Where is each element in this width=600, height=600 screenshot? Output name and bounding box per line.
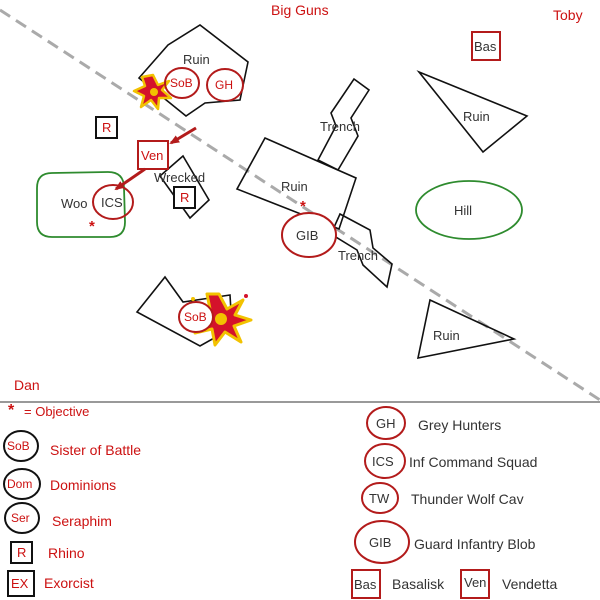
terrain-label-trench-bottom: Trench <box>338 248 378 263</box>
legend-bas-marker <box>351 569 381 599</box>
legend-exorcist-name: Exorcist <box>44 575 94 591</box>
legend-sob-name: Sister of Battle <box>50 442 142 458</box>
ruin-triangle-bottom-terrain <box>416 298 517 360</box>
legend-rhino-marker <box>10 541 33 564</box>
unit-label-sob-bottom: SoB <box>184 310 207 324</box>
legend-tw-marker <box>361 482 399 514</box>
player-label-top: Big Guns <box>271 2 329 18</box>
sob-bottom-marker <box>178 301 214 333</box>
ruin-top-terrain <box>137 24 249 117</box>
legend-dom-marker <box>3 468 41 500</box>
terrain-label-ruin-triangle-bottom: Ruin <box>433 328 460 343</box>
ruin-center-terrain <box>235 136 357 231</box>
rhino-left-marker <box>95 116 118 139</box>
legend-ven-marker <box>460 569 490 599</box>
gib-marker <box>281 212 337 258</box>
terrain-label-hill: Hill <box>454 203 473 218</box>
legend-dom-name: Dominions <box>50 477 117 493</box>
legend-objective-label: = Objective <box>24 404 90 419</box>
legend-ven-abbr: Ven <box>464 575 487 590</box>
legend-gh-marker <box>366 406 406 440</box>
terrain-label-ruin-top: Ruin <box>183 52 210 67</box>
legend-dom-abbr: Dom <box>7 477 33 491</box>
legend-ics-name: Inf Command Squad <box>409 454 538 470</box>
terrain-label-wood: Woo <box>61 196 88 211</box>
legend-ics-marker <box>364 443 406 479</box>
ics-marker <box>92 184 134 220</box>
legend-ven-name: Vendetta <box>502 576 558 592</box>
legend-exorcist-abbr: EX <box>11 576 29 591</box>
legend-gib-name: Guard Infantry Blob <box>414 536 536 552</box>
terrain-label-ruin-triangle-top: Ruin <box>463 109 490 124</box>
player-label-top-right: Toby <box>553 7 583 23</box>
terrain-label-wrecked: Wrecked <box>154 170 206 185</box>
move-arrow <box>169 126 197 145</box>
explosion-icon <box>132 73 173 111</box>
objective-marker: * <box>89 218 95 235</box>
gh-marker <box>206 68 244 102</box>
unit-label-rhino-left: R <box>102 120 112 135</box>
unit-label-ven: Ven <box>141 148 164 163</box>
deployment-line <box>0 8 600 402</box>
legend-tw-abbr: TW <box>369 491 390 506</box>
objective-marker: * <box>300 198 306 215</box>
legend-bas-name: Basalisk <box>392 576 445 592</box>
legend-ser-marker <box>4 502 40 534</box>
legend-sob-abbr: SoB <box>7 439 30 453</box>
explosion-icon <box>191 292 253 347</box>
legend-sob-marker <box>3 430 39 462</box>
unit-label-gib: GIB <box>296 228 319 243</box>
legend-exorcist-marker <box>7 570 35 597</box>
legend-bas-abbr: Bas <box>354 577 377 592</box>
sob-top-marker <box>164 67 200 99</box>
legend-gh-abbr: GH <box>376 416 396 431</box>
terrain-label-trench-top: Trench <box>320 119 360 134</box>
legend-rhino-abbr: R <box>17 545 27 560</box>
legend-ser-abbr: Ser <box>11 511 30 525</box>
trench-bottom-terrain <box>329 212 393 289</box>
legend-rhino-name: Rhino <box>48 545 85 561</box>
unit-label-ics: ICS <box>101 195 123 210</box>
wood-terrain <box>36 171 126 238</box>
legend-gib-marker <box>354 520 410 564</box>
unit-label-gh: GH <box>215 78 233 92</box>
legend-objective-symbol: * <box>8 402 15 419</box>
legend-gh-name: Grey Hunters <box>418 417 502 433</box>
hill-terrain <box>415 180 523 240</box>
ruin-triangle-top-terrain <box>416 70 529 154</box>
legend-gib-abbr: GIB <box>369 535 392 550</box>
player-label-bottom-left: Dan <box>14 377 40 393</box>
unit-label-sob-top: SoB <box>170 76 193 90</box>
unit-label-bas: Bas <box>474 39 497 54</box>
rhino-center-marker <box>173 186 196 209</box>
legend-ser-name: Seraphim <box>52 513 112 529</box>
terrain-label-ruin-center: Ruin <box>281 179 308 194</box>
bas-marker <box>471 31 501 61</box>
legend-ics-abbr: ICS <box>372 454 394 469</box>
legend-tw-name: Thunder Wolf Cav <box>411 491 524 507</box>
ven-marker <box>137 140 169 170</box>
unit-label-rhino-center: R <box>180 190 190 205</box>
